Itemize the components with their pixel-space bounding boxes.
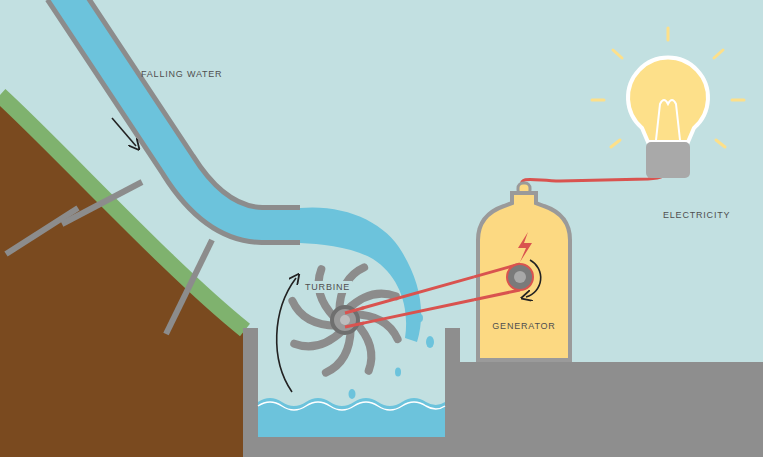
rotation-arrow [277, 278, 296, 392]
flow-arrow [112, 118, 136, 146]
bulb-base [646, 142, 690, 178]
node-label: GENERATOR [492, 320, 555, 332]
turbine-blade [294, 330, 343, 347]
rotation-arrow [526, 260, 541, 297]
bulb-glass [628, 58, 708, 142]
light-rays [592, 28, 744, 147]
turbine-blades [292, 267, 397, 372]
pipe-supports [6, 182, 212, 334]
filament [656, 100, 680, 140]
pool [258, 398, 445, 437]
generator-body [478, 193, 570, 360]
belt-end [474, 290, 520, 300]
lightning-bolt [518, 232, 532, 262]
turbine-axle [340, 315, 350, 325]
belt-start [345, 308, 364, 327]
turbine-blade [319, 269, 336, 318]
pulley [507, 264, 533, 290]
drive-belt [361, 277, 474, 324]
part-label: ELECTRICITY [663, 209, 730, 221]
water-drops [349, 314, 435, 399]
generator-shape [474, 180, 574, 362]
node-label: TURBINE [303, 281, 352, 293]
generator: GENERATOR [474, 180, 574, 362]
part-label: FALLING WATER [141, 68, 222, 80]
pulley-axle [514, 271, 526, 283]
pool-ripple [258, 402, 445, 410]
wire [521, 170, 668, 186]
falling-water [62, 0, 302, 225]
hill [0, 95, 245, 457]
turbine-blade [355, 322, 372, 371]
turbine: TURBINE [295, 279, 361, 335]
turbine-blade [347, 294, 396, 311]
